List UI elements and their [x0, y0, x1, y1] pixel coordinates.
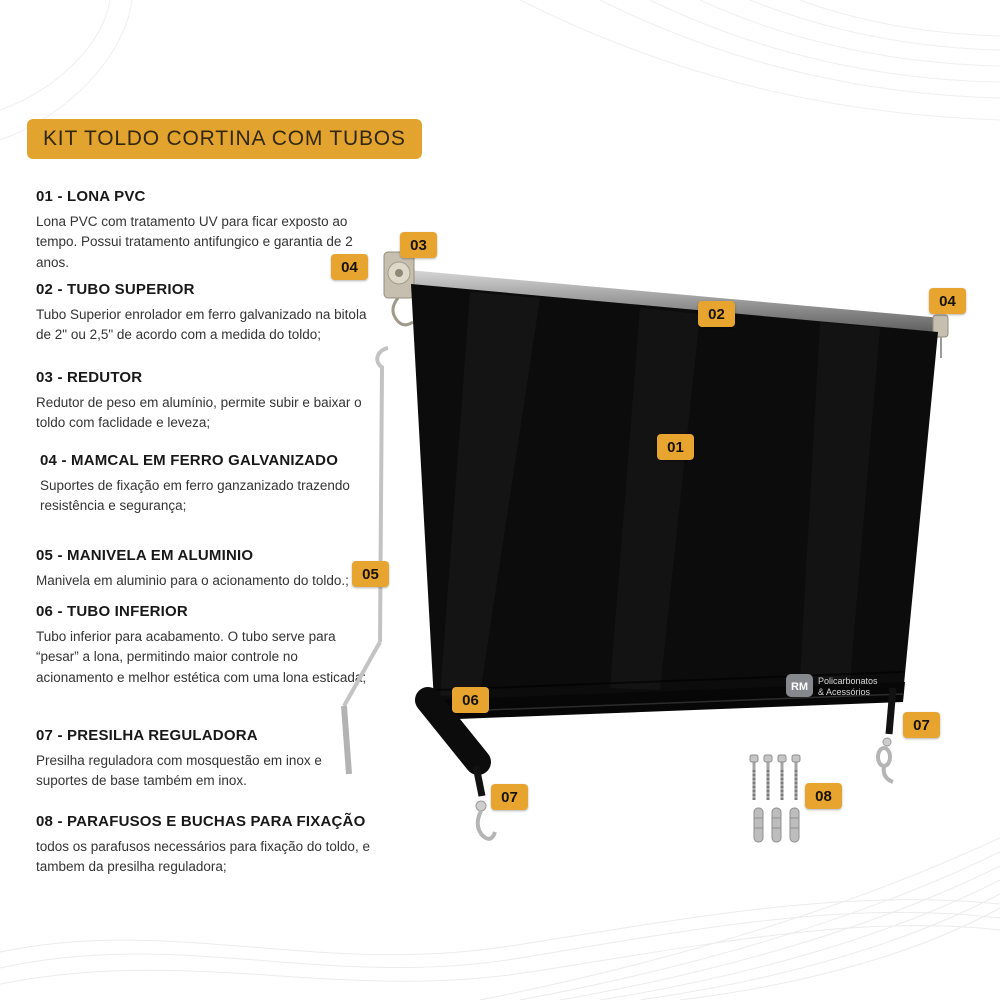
watermark-line1: Policarbonatos	[818, 676, 878, 686]
awning-tarp	[411, 284, 938, 702]
section-mamcal: 04 - MAMCAL EM FERRO GALVANIZADO Suporte…	[36, 452, 370, 517]
section-tubo-inferior: 06 - TUBO INFERIOR Tubo inferior para ac…	[36, 603, 370, 688]
reducer-and-left-bracket	[383, 251, 415, 327]
screws-and-plugs	[749, 754, 801, 843]
section-body: Suportes de fixação em ferro ganzanizado…	[40, 478, 350, 514]
part-label-04-left: 04	[331, 254, 368, 280]
section-manivela: 05 - MANIVELA EM ALUMINIO Manivela em al…	[36, 547, 370, 591]
section-body: Redutor de peso em alumínio, permite sub…	[36, 395, 362, 431]
section-heading: 01 - LONA PVC	[36, 188, 146, 205]
section-heading: 06 - TUBO INFERIOR	[36, 603, 188, 620]
section-heading: 03 - REDUTOR	[36, 369, 143, 386]
section-heading: 02 - TUBO SUPERIOR	[36, 281, 195, 298]
section-tubo-superior: 02 - TUBO SUPERIOR Tubo Superior enrolad…	[36, 281, 370, 346]
section-body: Tubo inferior para acabamento. O tubo se…	[36, 629, 367, 685]
right-bracket	[932, 314, 949, 358]
section-redutor: 03 - REDUTOR Redutor de peso em alumínio…	[36, 369, 370, 434]
section-body: Manivela em aluminio para o acionamento …	[36, 573, 349, 588]
part-label-08: 08	[805, 783, 842, 809]
bottom-tube	[415, 671, 905, 775]
page-title: KIT TOLDO CORTINA COM TUBOS	[27, 119, 422, 159]
part-label-07-right: 07	[903, 712, 940, 738]
section-heading: 04 - MAMCAL EM FERRO GALVANIZADO	[40, 452, 339, 469]
section-heading: 07 - PRESILHA REGULADORA	[36, 727, 258, 744]
part-label-01: 01	[657, 434, 694, 460]
section-body: Presilha reguladora com mosquestão em in…	[36, 753, 322, 789]
section-parafusos: 08 - PARAFUSOS E BUCHAS PARA FIXAÇÃO tod…	[36, 813, 370, 878]
section-body: Lona PVC com tratamento UV para ficar ex…	[36, 214, 353, 270]
part-label-03: 03	[400, 232, 437, 258]
section-body: todos os parafusos necessários para fixa…	[36, 839, 370, 875]
section-presilha: 07 - PRESILHA REGULADORA Presilha regula…	[36, 727, 370, 792]
section-heading: 05 - MANIVELA EM ALUMINIO	[36, 547, 254, 564]
section-heading: 08 - PARAFUSOS E BUCHAS PARA FIXAÇÃO	[36, 813, 366, 830]
part-label-07-bottom: 07	[491, 784, 528, 810]
part-label-02: 02	[698, 301, 735, 327]
brand-watermark: RM Policarbonatos & Acessórios	[786, 674, 878, 697]
watermark-line2: & Acessórios	[818, 687, 871, 697]
section-body: Tubo Superior enrolador em ferro galvani…	[36, 307, 367, 343]
part-label-06: 06	[452, 687, 489, 713]
section-lona-pvc: 01 - LONA PVC Lona PVC com tratamento UV…	[36, 188, 370, 273]
watermark-logo: RM	[791, 681, 808, 693]
right-strap-hook	[876, 687, 897, 784]
top-roller-tube	[408, 270, 942, 334]
part-label-05: 05	[352, 561, 389, 587]
part-label-04-right: 04	[929, 288, 966, 314]
